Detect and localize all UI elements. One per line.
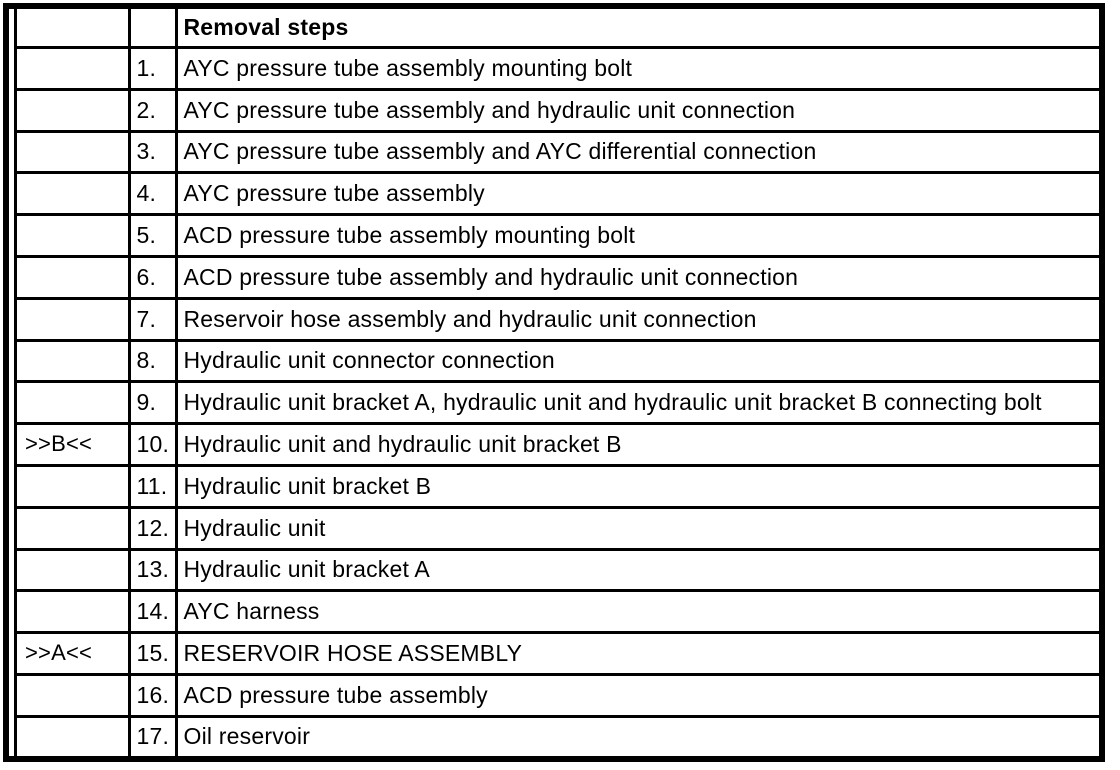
marker-cell — [17, 172, 131, 217]
table-row: 1. AYC pressure tube assembly mounting b… — [17, 47, 1099, 91]
table-row: 12. Hydraulic unit — [17, 507, 1099, 551]
table-row: 9. Hydraulic unit bracket A, hydraulic u… — [17, 381, 1099, 426]
table-row: 11. Hydraulic unit bracket B — [17, 465, 1099, 509]
step-number-cell: 15. — [129, 632, 178, 676]
step-description-cell: Reservoir hose assembly and hydraulic un… — [176, 298, 1099, 342]
marker-cell — [17, 131, 131, 175]
table-row: 3. AYC pressure tube assembly and AYC di… — [17, 131, 1099, 175]
header-row: Removal steps — [17, 9, 1099, 49]
marker-cell — [17, 590, 131, 635]
marker-cell — [17, 507, 131, 551]
step-description-cell: AYC harness — [176, 590, 1099, 635]
table-row: >>A<< 15. RESERVOIR HOSE ASSEMBLY — [17, 632, 1099, 676]
step-number-cell: 14. — [129, 590, 178, 635]
step-description-cell: AYC pressure tube assembly — [176, 172, 1099, 217]
step-description-cell: ACD pressure tube assembly — [176, 674, 1099, 718]
step-description-cell: AYC pressure tube assembly and hydraulic… — [176, 89, 1099, 133]
table-title: Removal steps — [176, 9, 1099, 49]
removal-steps-table: Removal steps 1. AYC pressure tube assem… — [3, 3, 1105, 762]
marker-cell — [17, 298, 131, 342]
table-row: 6. ACD pressure tube assembly and hydrau… — [17, 256, 1099, 300]
step-description-cell: RESERVOIR HOSE ASSEMBLY — [176, 632, 1099, 676]
step-description-cell: Hydraulic unit bracket A — [176, 549, 1099, 593]
marker-cell — [17, 340, 131, 384]
step-description-cell: Oil reservoir — [183, 723, 311, 750]
step-number-cell: 5. — [129, 214, 178, 258]
table-row: 4. AYC pressure tube assembly — [17, 172, 1099, 217]
header-number-cell — [129, 9, 178, 49]
step-description-cell: Hydraulic unit bracket A, hydraulic unit… — [176, 381, 1099, 426]
table-row: >>B<< 10. Hydraulic unit and hydraulic u… — [17, 423, 1099, 467]
step-number-cell: 17. — [129, 716, 178, 756]
step-number-cell: 11. — [129, 465, 178, 509]
left-margin-strip — [9, 9, 17, 756]
step-number-cell: 10. — [129, 423, 178, 467]
table-row: 8. Hydraulic unit connector connection — [17, 340, 1099, 384]
marker-cell — [17, 214, 131, 258]
step-number-cell: 2. — [129, 89, 178, 133]
header-marker-cell — [17, 9, 131, 49]
step-description-cell: Hydraulic unit and hydraulic unit bracke… — [176, 423, 1099, 467]
step-number-cell: 13. — [129, 549, 178, 593]
table-row: 5. ACD pressure tube assembly mounting b… — [17, 214, 1099, 258]
steps-table: Removal steps 1. AYC pressure tube assem… — [17, 9, 1099, 756]
table-row: 7. Reservoir hose assembly and hydraulic… — [17, 298, 1099, 342]
step-number-cell: 4. — [129, 172, 178, 217]
step-description-cell: Hydraulic unit bracket B — [176, 465, 1099, 509]
marker-cell: >>A<< — [17, 632, 131, 676]
table-row: 14. AYC harness — [17, 590, 1099, 635]
step-description-cell: Hydraulic unit connector connection — [176, 340, 1099, 384]
step-number-cell: 1. — [129, 47, 178, 91]
marker-cell — [17, 381, 131, 426]
marker-cell — [17, 716, 131, 756]
step-number-cell: 9. — [129, 381, 178, 426]
marker-cell — [17, 47, 131, 91]
marker-cell — [17, 674, 131, 718]
step-number-cell: 3. — [129, 131, 178, 175]
step-description-cell: AYC pressure tube assembly mounting bolt — [176, 47, 1099, 91]
table-row: 16. ACD pressure tube assembly — [17, 674, 1099, 718]
step-number-cell: 7. — [129, 298, 178, 342]
step-number-cell: 6. — [129, 256, 178, 300]
step-description-cell: Hydraulic unit — [176, 507, 1099, 551]
steps-table-body: 1. AYC pressure tube assembly mounting b… — [17, 47, 1099, 756]
marker-cell — [17, 256, 131, 300]
table-row: 13. Hydraulic unit bracket A — [17, 549, 1099, 593]
step-description-cell: ACD pressure tube assembly mounting bolt — [176, 214, 1099, 258]
step-number-cell: 8. — [129, 340, 178, 384]
step-description-cell: ACD pressure tube assembly and hydraulic… — [176, 256, 1099, 300]
marker-cell — [17, 549, 131, 593]
step-description-cell: AYC pressure tube assembly and AYC diffe… — [176, 131, 1099, 175]
marker-cell — [17, 89, 131, 133]
step-number-cell: 16. — [129, 674, 178, 718]
table-row: 17. Oil reservoir — [17, 716, 1099, 756]
marker-cell: >>B<< — [17, 423, 131, 467]
step-number-cell: 12. — [129, 507, 178, 551]
table-row: 2. AYC pressure tube assembly and hydrau… — [17, 89, 1099, 133]
marker-cell — [17, 465, 131, 509]
